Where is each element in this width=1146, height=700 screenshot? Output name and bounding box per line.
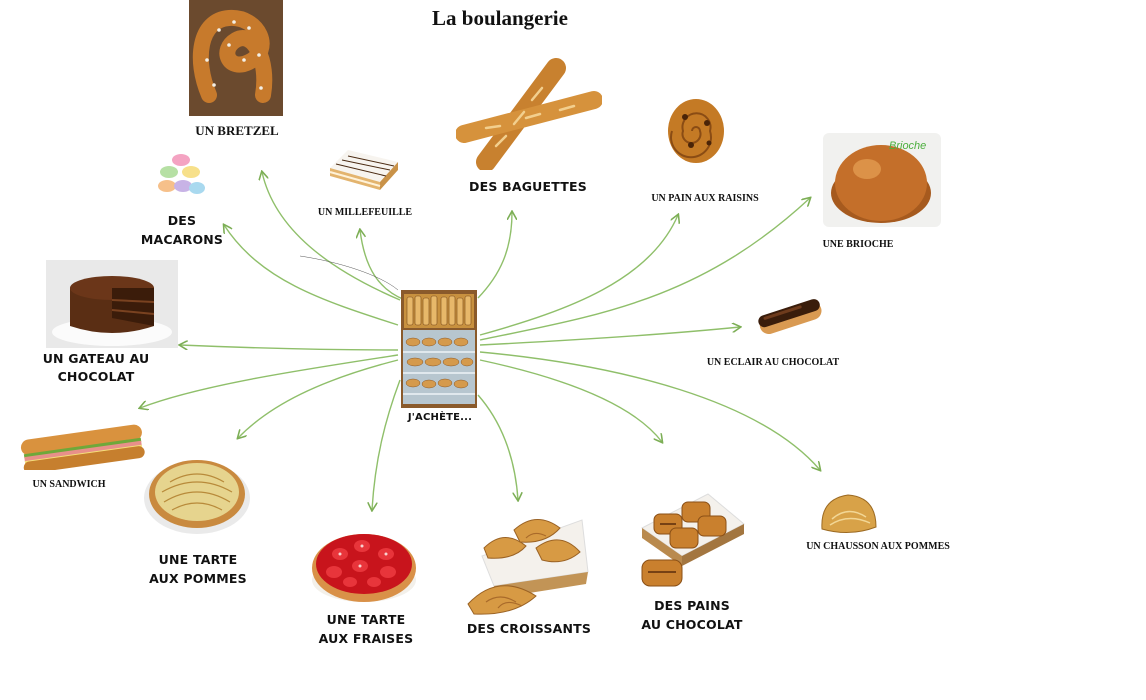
brioche-icon: Brioche [823,133,941,227]
eclair-icon [752,293,828,339]
label-macarons: DES MACARONS [140,213,224,248]
center-label: J'ACHÈTE... [407,412,473,423]
arrow-brioche [479,198,810,341]
sandwich-icon [17,418,147,470]
thin-line-bretzel [299,255,399,291]
label-sandwich: UN SANDWICH [32,479,106,490]
arrow-pain-raisins [479,215,678,336]
label-pain-aux-raisins: UN PAIN AUX RAISINS [651,193,759,204]
arrow-gateau [180,345,399,351]
arrow-sandwich [140,354,399,408]
pain-aux-raisins-icon [665,95,727,165]
bakery-shop-image [401,290,477,408]
chausson-icon [818,489,880,539]
pretzel-icon [189,0,283,116]
page-title: La boulangerie [432,6,568,30]
arrow-chausson [479,351,820,470]
baguette-icon [456,58,602,170]
label-brioche: UNE BRIOCHE [822,239,894,250]
arrow-bretzel [262,172,401,301]
arrow-croissants [477,394,518,500]
label-eclair: UN ECLAIR AU CHOCOLAT [706,357,840,368]
chocolate-cake-icon [46,260,178,348]
strawberry-tart-icon [310,514,418,606]
arrow-eclair [479,327,740,346]
label-millefeuille: UN MILLEFEUILLE [317,207,413,218]
arrow-tarte-fraises [372,379,401,510]
label-baguettes: DES BAGUETTES [469,179,587,194]
label-tarte-fraises: UNE TARTE AUX FRAISES [318,612,414,647]
pain-au-chocolat-icon [636,484,748,594]
label-pains-chocolat: DES PAINS AU CHOCOLAT [641,598,743,633]
label-gateau-chocolat: UN GATEAU AU CHOCOLAT [42,351,150,384]
apple-tart-icon [142,452,252,536]
svg-text:Brioche: Brioche [889,140,926,152]
macarons-icon [157,150,207,200]
arrow-baguettes [477,212,512,299]
label-croissants: DES CROISSANTS [466,621,592,636]
arrow-pains-chocolat [479,359,662,442]
croissant-icon [464,500,592,618]
label-bretzel: UN BRETZEL [195,123,279,138]
arrow-macarons [224,225,399,326]
arrow-tarte-pommes [238,359,399,438]
label-chausson: UN CHAUSSON AUX POMMES [806,541,950,552]
millefeuille-icon [326,138,402,194]
label-tarte-pommes: UNE TARTE AUX POMMES [149,552,247,587]
arrow-millefeuille [360,230,406,301]
